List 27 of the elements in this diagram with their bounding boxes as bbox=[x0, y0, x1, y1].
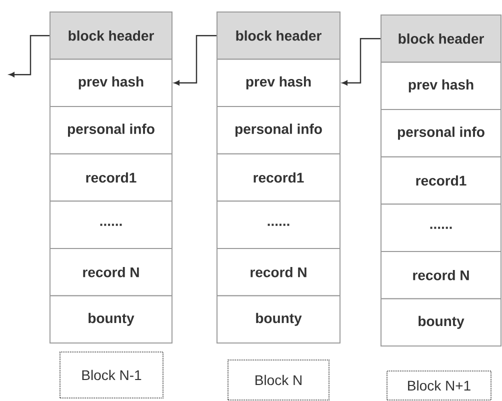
table-cell: ...... bbox=[380, 204, 502, 252]
table-cell: prev hash bbox=[216, 58, 340, 108]
caption-box: Block N-1 bbox=[60, 352, 164, 398]
table-cell: record1 bbox=[216, 153, 340, 202]
table-cell: record N bbox=[216, 248, 340, 296]
table-cell: bounty bbox=[216, 295, 340, 344]
table-cell: prev hash bbox=[50, 58, 172, 108]
table-cell: prev hash bbox=[380, 62, 502, 110]
table-cell: record N bbox=[50, 248, 172, 296]
caption-box: Block N+1 bbox=[386, 370, 492, 400]
table-cell: bounty bbox=[50, 295, 172, 344]
table-cell: bounty bbox=[380, 298, 502, 347]
header-cell: block header bbox=[50, 11, 172, 60]
table-cell: personal info bbox=[50, 106, 172, 154]
table-cell: personal info bbox=[216, 106, 340, 154]
arrow bbox=[174, 35, 216, 86]
table-cell: record1 bbox=[380, 156, 502, 205]
table-cell: ...... bbox=[216, 200, 340, 249]
header-cell: block header bbox=[216, 11, 340, 60]
table-cell: record N bbox=[380, 250, 502, 300]
table-cell: record1 bbox=[50, 153, 172, 202]
arrow bbox=[9, 35, 50, 78]
table-cell: personal info bbox=[380, 109, 502, 158]
header-cell: block header bbox=[380, 14, 502, 63]
caption-box: Block N bbox=[228, 360, 330, 400]
table-cell: ...... bbox=[50, 200, 172, 249]
arrow bbox=[342, 38, 380, 86]
